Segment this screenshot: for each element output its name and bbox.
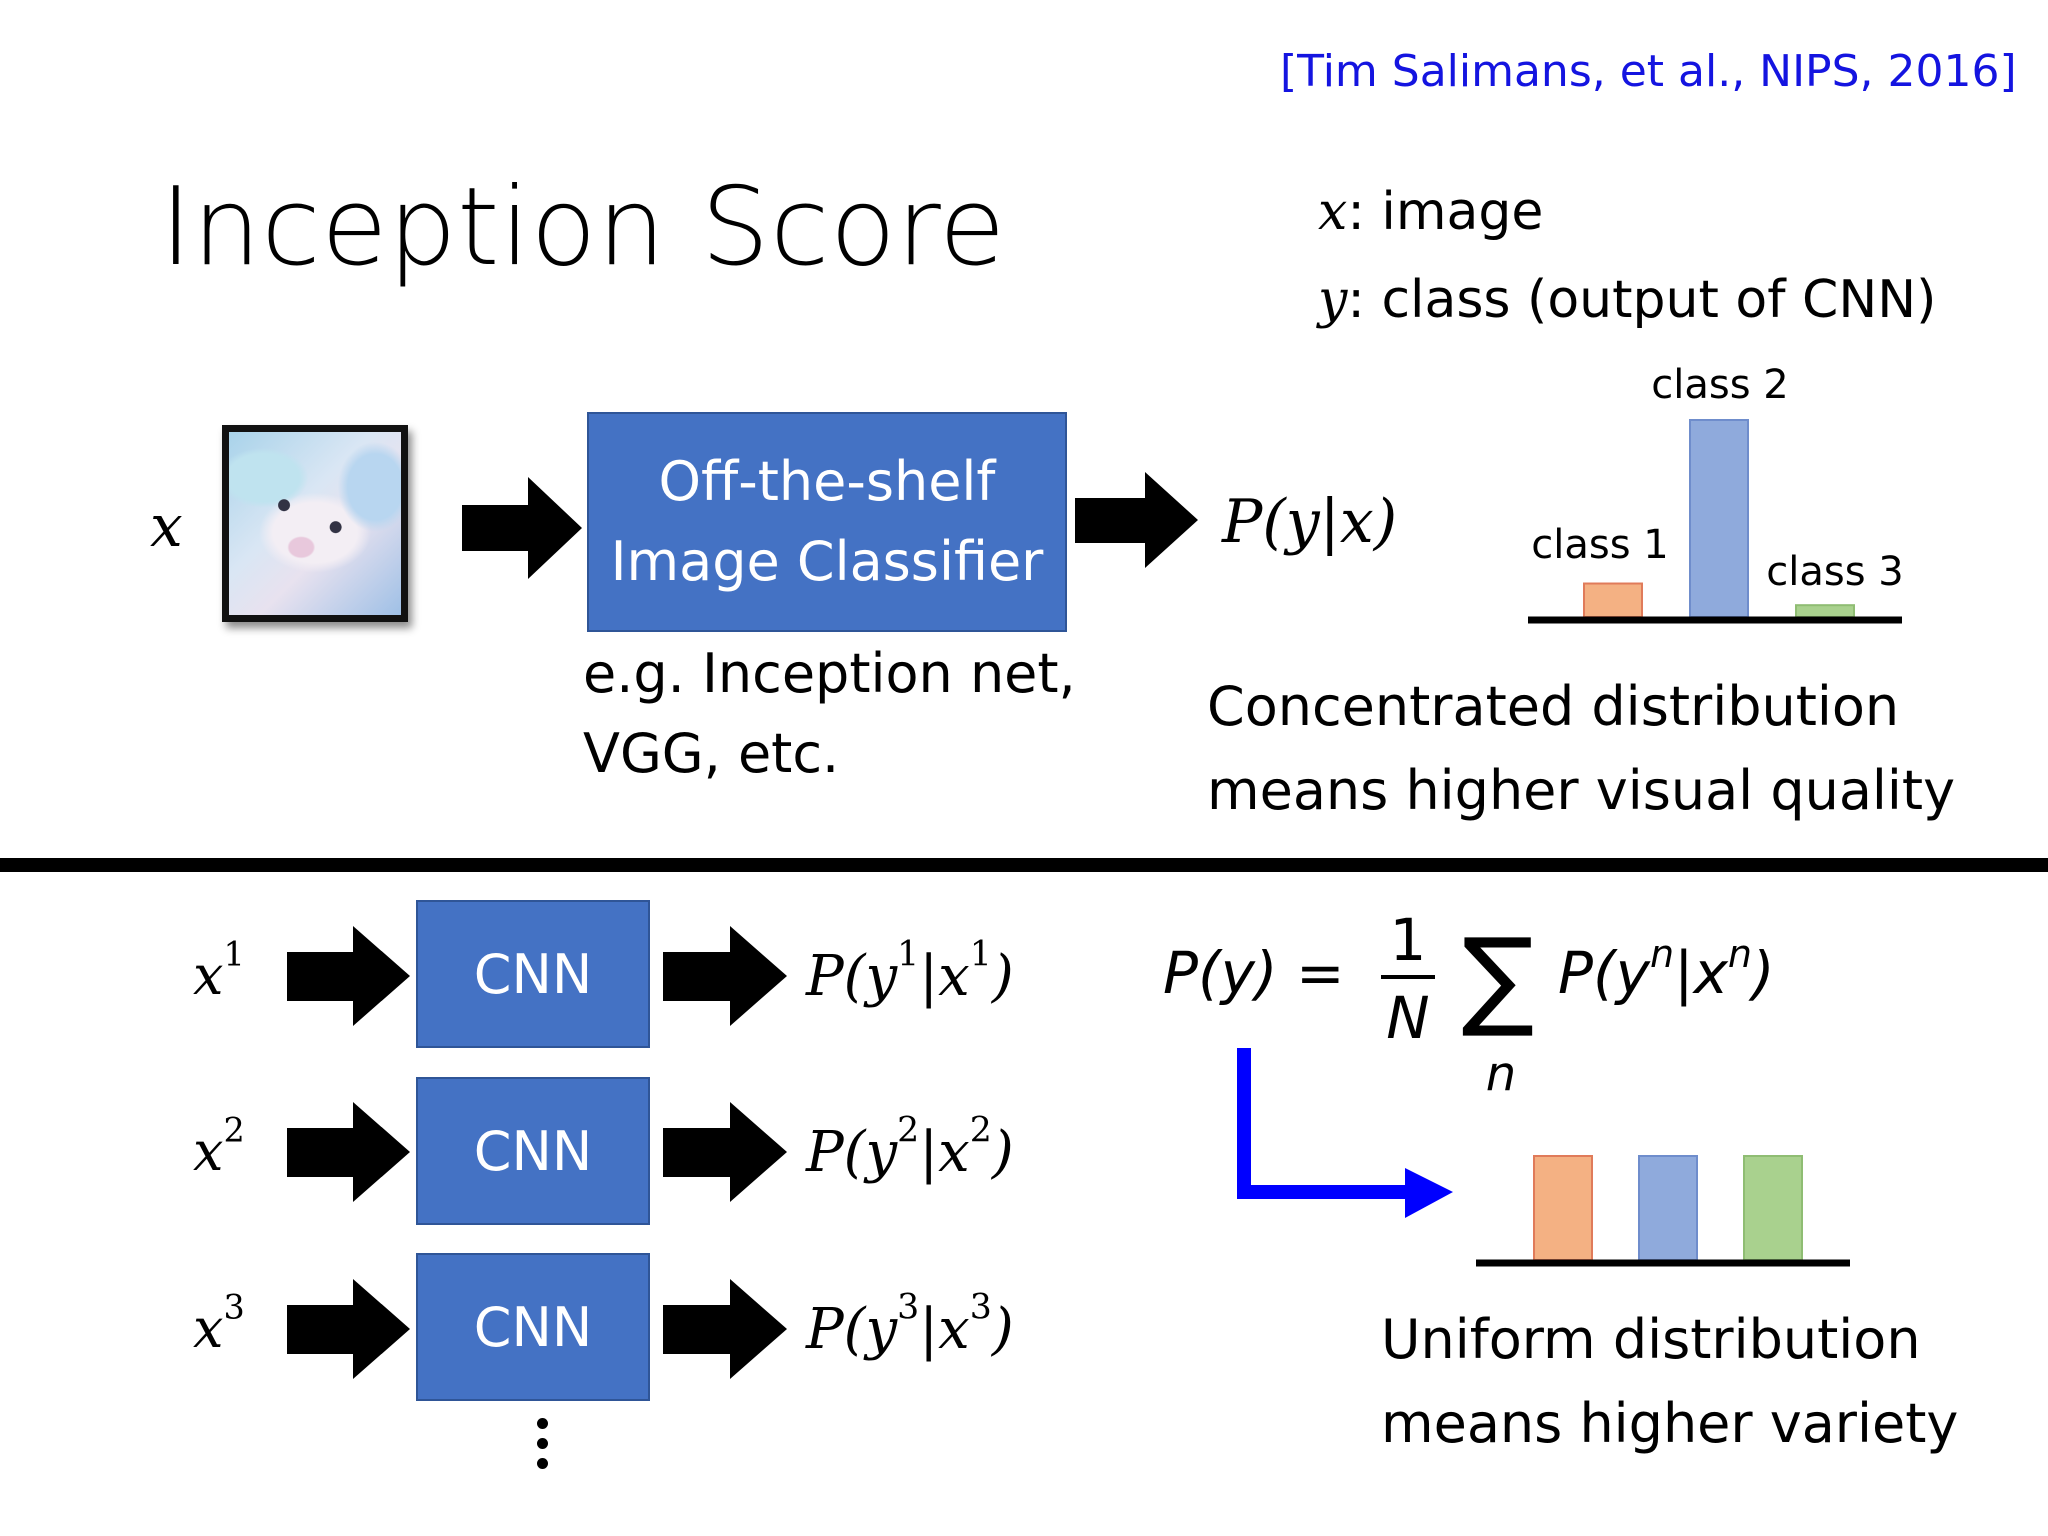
- arrow-cnn1-to-p: [663, 926, 787, 1026]
- classifier-line-1: Off-the-shelf: [658, 450, 996, 513]
- bar-class-1: [1583, 582, 1643, 618]
- generated-image-thumbnail: [222, 425, 408, 622]
- examples-line-2: VGG, etc.: [583, 722, 840, 785]
- uniform-caption: Uniform distribution means higher variet…: [1381, 1298, 1958, 1466]
- concentrated-caption-line-2: means higher visual quality: [1207, 759, 1956, 822]
- formula-denominator: N: [1386, 984, 1429, 1052]
- bar-class-3: [1795, 604, 1855, 618]
- citation: [Tim Salimans, et al., NIPS, 2016]: [1280, 46, 2017, 97]
- formula-lhs: P(y) =: [1163, 939, 1345, 1007]
- arrow-cnn3-to-p: [663, 1279, 787, 1379]
- x-definition: x: image: [1318, 168, 1936, 256]
- bar-class-1: [1533, 1155, 1593, 1261]
- p-y3-given-x3: P(y3|x3): [806, 1287, 1014, 1362]
- image-classifier-box: Off-the-shelf Image Classifier: [587, 412, 1067, 632]
- arrow-x2-to-cnn: [287, 1102, 410, 1202]
- classifier-line-2: Image Classifier: [610, 530, 1044, 593]
- marginal-distribution-formula: P(y) = 1 N ∑ n P(yn|xn): [1163, 908, 1775, 1102]
- concentrated-distribution-chart: class 1 class 2 class 3: [1528, 362, 1904, 624]
- bar-class-3: [1743, 1155, 1803, 1261]
- cnn-box-2: CNN: [416, 1077, 650, 1225]
- bar-label-class-1: class 1: [1531, 522, 1668, 568]
- x2-label: x2: [193, 1110, 245, 1183]
- p-y1-given-x1: P(y1|x1): [806, 934, 1014, 1009]
- bar-class-2: [1689, 419, 1749, 618]
- y-definition-text: : class (output of CNN): [1347, 270, 1937, 330]
- y-variable: y: [1318, 270, 1348, 330]
- more-rows-ellipsis: [537, 1418, 548, 1478]
- section-divider: [0, 858, 2048, 872]
- slide-title: Inception Score: [160, 165, 1006, 290]
- cnn-box-3: CNN: [416, 1253, 650, 1401]
- classifier-examples: e.g. Inception net, VGG, etc.: [583, 634, 1076, 794]
- arrow-image-to-classifier: [462, 477, 582, 579]
- uniform-distribution-chart: [1476, 1155, 1850, 1267]
- examples-line-1: e.g. Inception net,: [583, 642, 1076, 705]
- concentrated-caption-line-1: Concentrated distribution: [1207, 675, 1900, 738]
- bar-label-class-3: class 3: [1766, 549, 1903, 595]
- arrow-classifier-to-output: [1075, 472, 1198, 568]
- conditional-probability-label: P(y|x): [1222, 487, 1398, 557]
- input-x-label: x: [150, 492, 183, 560]
- sum-symbol: ∑: [1462, 916, 1535, 1041]
- x3-label: x3: [193, 1287, 245, 1360]
- uniform-caption-line-2: means higher variety: [1381, 1392, 1959, 1455]
- cnn-box-1: CNN: [416, 900, 650, 1048]
- x-variable: x: [1318, 182, 1348, 242]
- bar-class-2: [1638, 1155, 1698, 1261]
- bar-label-class-2: class 2: [1651, 362, 1788, 408]
- formula-numerator: 1: [1390, 908, 1427, 974]
- y-definition: y: class (output of CNN): [1318, 256, 1936, 344]
- x1-label: x1: [193, 934, 245, 1007]
- arrow-x3-to-cnn: [287, 1279, 410, 1379]
- variable-definitions: x: image y: class (output of CNN): [1318, 168, 1936, 344]
- blue-bent-arrow: [1237, 1048, 1410, 1199]
- blue-arrow-head: [1405, 1168, 1453, 1218]
- p-y2-given-x2: P(y2|x2): [806, 1110, 1014, 1185]
- arrow-cnn2-to-p: [663, 1102, 787, 1202]
- arrow-x1-to-cnn: [287, 926, 410, 1026]
- formula-term: P(yn|xn): [1558, 932, 1775, 1007]
- uniform-caption-line-1: Uniform distribution: [1381, 1308, 1921, 1371]
- sum-index: n: [1486, 1046, 1516, 1102]
- x-definition-text: : image: [1347, 182, 1544, 242]
- concentrated-caption: Concentrated distribution means higher v…: [1207, 665, 1955, 833]
